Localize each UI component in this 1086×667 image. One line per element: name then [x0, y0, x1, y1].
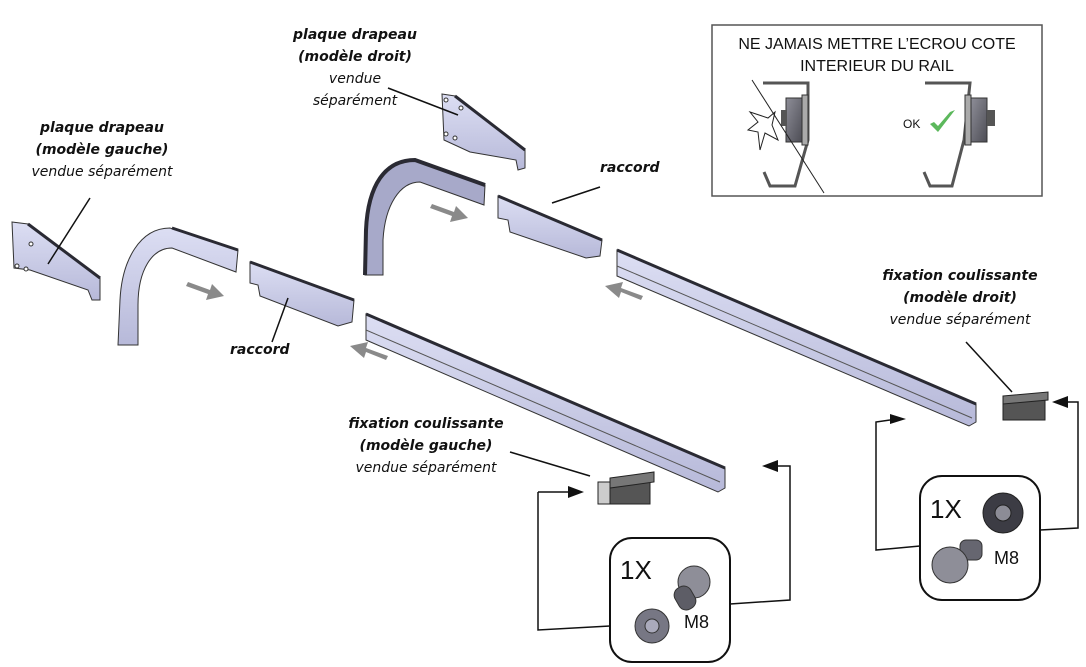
arrow-right-icon [186, 282, 224, 300]
bolt-icon [931, 539, 983, 584]
strike-line [751, 79, 825, 194]
connector-right [497, 186, 603, 259]
straight-rail-left [365, 312, 726, 493]
warning-title: NE JAMAIS METTRE L’ECROU COTE INTERIEUR … [712, 34, 1042, 78]
wrong-nut-illustration [746, 79, 825, 194]
label-model: (modèle droit) [903, 290, 1017, 306]
arrow-icon [568, 486, 584, 498]
label-name: raccord [600, 160, 660, 176]
flange-nut-icon [982, 492, 1024, 534]
label-flag-plate-right: plaque drapeau (modèle droit) vendue sép… [280, 24, 430, 112]
straight-rail-right [616, 248, 977, 427]
label-note: séparément [312, 93, 398, 109]
label-model: (modèle droit) [298, 49, 412, 65]
label-name: plaque drapeau [40, 120, 164, 136]
flag-plate-right [387, 87, 526, 171]
label-connector-right: raccord [600, 157, 660, 179]
label-model: (modèle gauche) [35, 142, 169, 158]
hardware-box-left [537, 460, 791, 663]
hardware-box-right [875, 396, 1079, 601]
leader-line [509, 451, 591, 477]
connector-left [249, 260, 355, 343]
assembly-arrows [186, 204, 643, 360]
arrow-left-icon [350, 342, 388, 360]
warning-line-1: NE JAMAIS METTRE L’ECROU COTE [738, 36, 1016, 53]
arrow-left-icon [605, 282, 643, 300]
label-name: raccord [230, 342, 290, 358]
label-note: vendue séparément [31, 164, 173, 180]
bolt-icon [673, 565, 711, 611]
label-note: vendue [328, 71, 382, 87]
leader-line [271, 297, 289, 343]
warning-box [711, 24, 1043, 197]
curved-rail-left [117, 226, 239, 346]
label-model: (modèle gauche) [359, 438, 493, 454]
label-note: vendue séparément [355, 460, 497, 476]
flag-plate-left [11, 197, 101, 301]
hardware-left-quantity: 1X [620, 555, 652, 585]
label-flag-plate-left: plaque drapeau (modèle gauche) vendue sé… [18, 117, 186, 183]
leader-line [47, 197, 91, 265]
hardware-left-size: M8 [684, 612, 710, 632]
sliding-bracket-right [965, 341, 1049, 421]
arrow-icon [1052, 396, 1068, 408]
label-sliding-bracket-right: fixation coulissante (modèle droit) vend… [880, 265, 1040, 331]
label-name: fixation coulissante [882, 268, 1038, 284]
warning-line-2: INTERIEUR DU RAIL [800, 58, 954, 75]
arrow-icon [890, 414, 906, 424]
flange-nut-icon [634, 608, 670, 644]
ok-label: OK [903, 117, 921, 131]
curved-rail-right [363, 157, 486, 276]
sliding-bracket-left [509, 451, 655, 505]
leader-line [551, 186, 601, 204]
leader-line [387, 87, 459, 116]
label-name: fixation coulissante [348, 416, 504, 432]
leader-line [965, 341, 1013, 393]
hardware-right-quantity: 1X [930, 494, 962, 524]
label-connector-left: raccord [230, 339, 290, 361]
label-sliding-bracket-left: fixation coulissante (modèle gauche) ven… [346, 413, 506, 479]
check-icon [930, 110, 955, 132]
label-name: plaque drapeau [293, 27, 417, 43]
arrow-icon [762, 460, 778, 472]
correct-nut-illustration [922, 81, 995, 188]
hardware-right-size: M8 [994, 548, 1020, 568]
label-note: vendue séparément [889, 312, 1031, 328]
arrow-right-icon [430, 204, 468, 222]
